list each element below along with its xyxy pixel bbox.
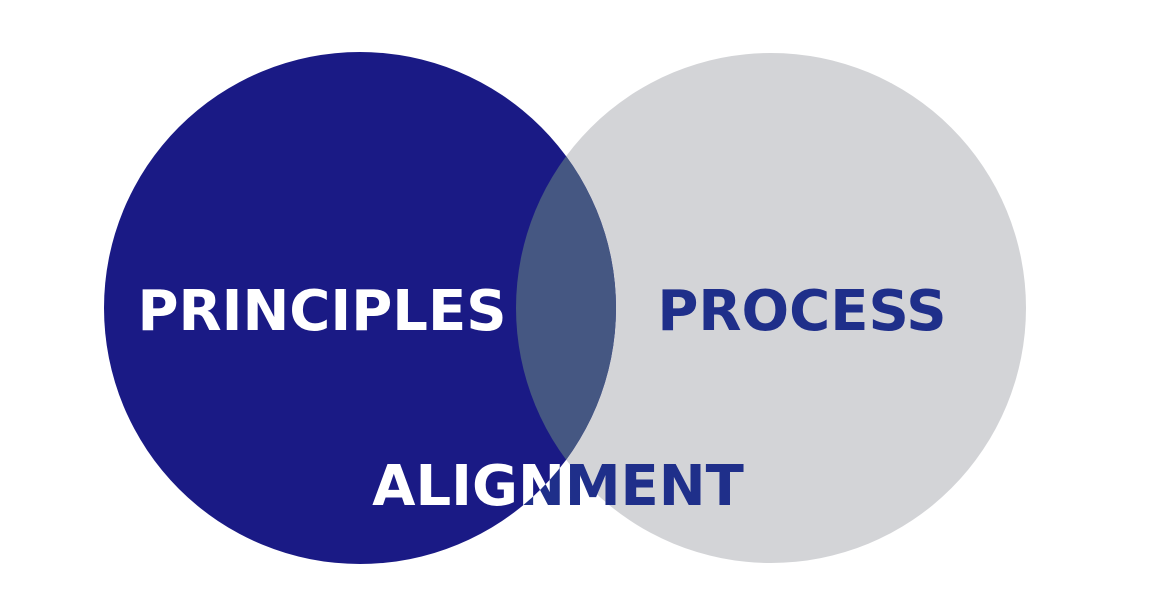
alignment-label: ALIGNMENT	[372, 454, 744, 519]
process-label: PROCESS	[657, 279, 946, 344]
principles-label: PRINCIPLES	[137, 279, 506, 344]
process-circle	[516, 53, 1026, 563]
principles-circle	[104, 52, 616, 564]
